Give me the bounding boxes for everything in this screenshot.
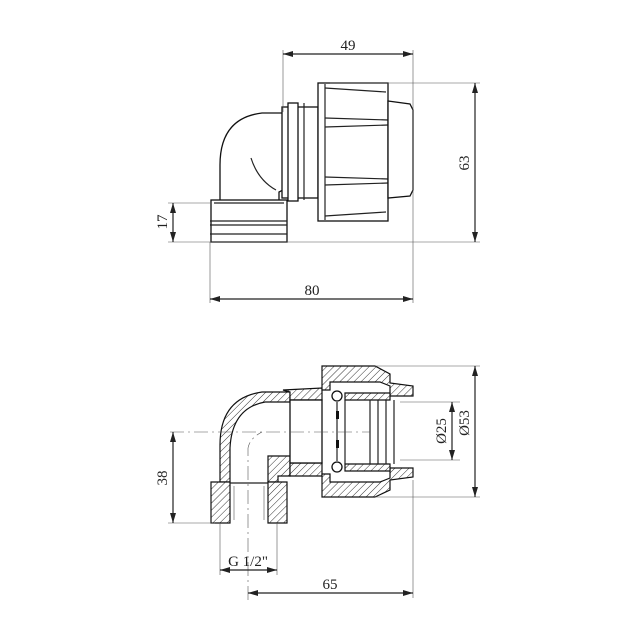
dim-17: 17	[155, 214, 171, 230]
dim-diameter-53: Ø53	[457, 410, 473, 436]
dim-80: 80	[305, 283, 320, 299]
dim-49: 49	[341, 38, 356, 54]
elbow-body	[219, 112, 284, 202]
section-view-dimensions: Ø25 Ø53 38 G 1/2" 65	[155, 365, 480, 598]
top-view-dimensions: 49 63 17 80	[155, 38, 480, 303]
dim-diameter-25: Ø25	[434, 418, 450, 444]
elbow-edge	[250, 157, 277, 191]
top-view-elbow	[210, 82, 414, 243]
pipe-bore	[289, 399, 323, 464]
dim-thread-g-half: G 1/2"	[228, 554, 268, 570]
dim-63: 63	[457, 156, 473, 171]
female-port-section	[210, 481, 231, 524]
dim-38: 38	[155, 471, 171, 486]
compression-nut	[317, 82, 389, 222]
section-view-elbow	[170, 365, 414, 600]
nut-cap	[387, 100, 414, 199]
dim-65: 65	[323, 577, 338, 593]
